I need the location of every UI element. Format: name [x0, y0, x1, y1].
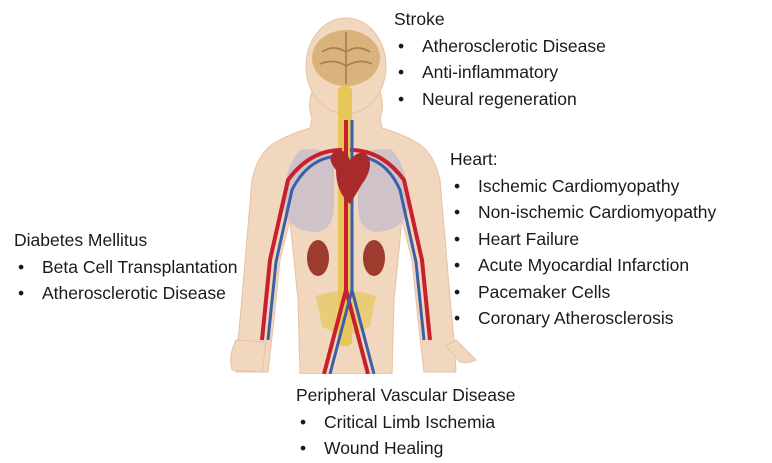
list-item: Neural regeneration: [394, 86, 606, 113]
list-item: Ischemic Cardiomyopathy: [450, 173, 716, 200]
pvd-group: Peripheral Vascular Disease Critical Lim…: [296, 382, 516, 462]
diabetes-heading: Diabetes Mellitus: [14, 227, 238, 254]
left-kidney: [363, 240, 385, 276]
stroke-heading: Stroke: [394, 6, 606, 33]
heart-list: Ischemic Cardiomyopathy Non-ischemic Car…: [450, 173, 716, 332]
right-kidney: [307, 240, 329, 276]
pvd-list: Critical Limb Ischemia Wound Healing: [296, 409, 516, 462]
list-item: Atherosclerotic Disease: [14, 280, 238, 307]
list-item: Beta Cell Transplantation: [14, 254, 238, 281]
list-item: Pacemaker Cells: [450, 279, 716, 306]
list-item: Acute Myocardial Infarction: [450, 252, 716, 279]
list-item: Heart Failure: [450, 226, 716, 253]
stroke-list: Atherosclerotic Disease Anti-inflammator…: [394, 33, 606, 113]
list-item: Coronary Atherosclerosis: [450, 305, 716, 332]
stroke-group: Stroke Atherosclerotic Disease Anti-infl…: [394, 6, 606, 112]
heart-heading: Heart:: [450, 146, 716, 173]
list-item: Atherosclerotic Disease: [394, 33, 606, 60]
list-item: Non-ischemic Cardiomyopathy: [450, 199, 716, 226]
pvd-heading: Peripheral Vascular Disease: [296, 382, 516, 409]
diabetes-group: Diabetes Mellitus Beta Cell Transplantat…: [14, 227, 238, 307]
diabetes-list: Beta Cell Transplantation Atheroscleroti…: [14, 254, 238, 307]
list-item: Critical Limb Ischemia: [296, 409, 516, 436]
list-item: Anti-inflammatory: [394, 59, 606, 86]
right-hand: [231, 340, 266, 372]
list-item: Wound Healing: [296, 435, 516, 462]
heart-group: Heart: Ischemic Cardiomyopathy Non-ische…: [450, 146, 716, 332]
